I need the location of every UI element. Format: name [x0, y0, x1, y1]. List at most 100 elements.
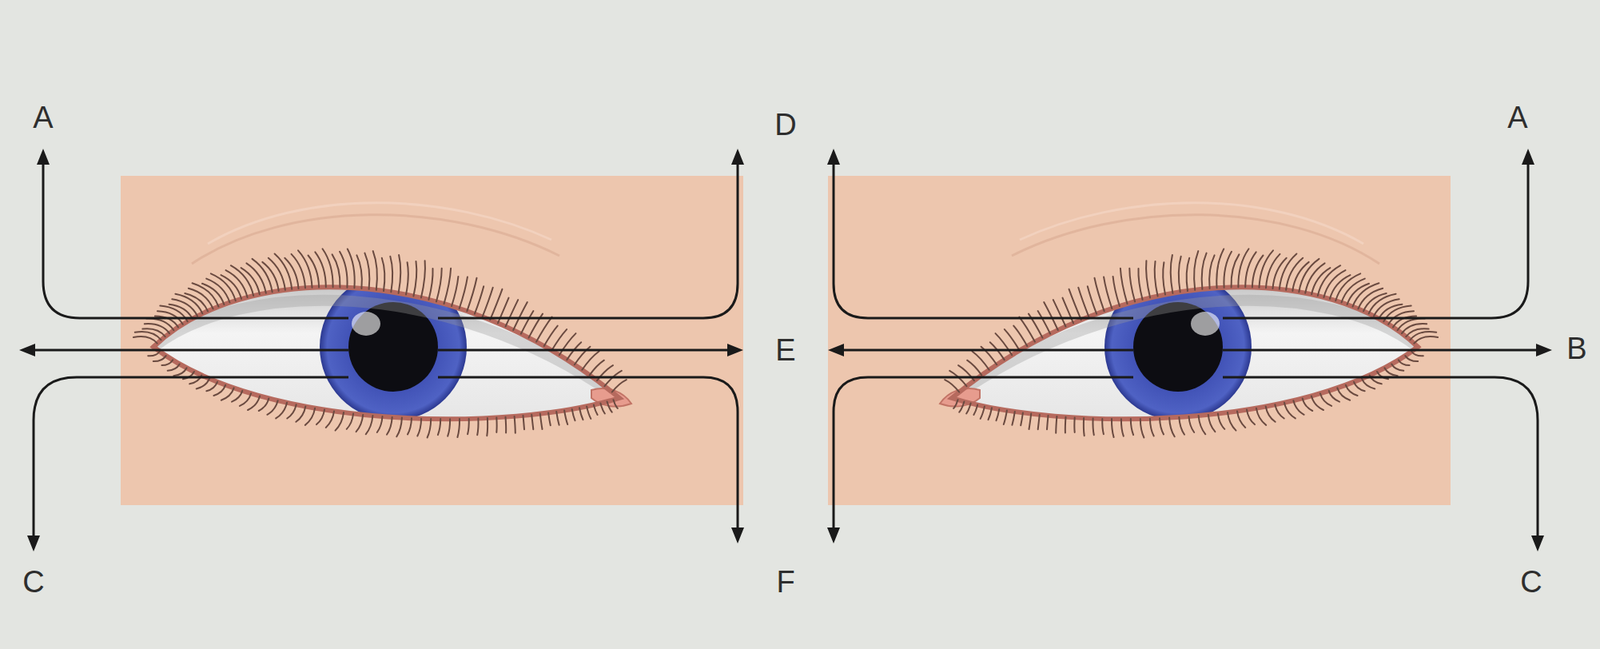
eyelash	[135, 331, 162, 340]
eyelash	[421, 260, 426, 298]
eyelash	[436, 268, 442, 303]
eyelash	[284, 258, 299, 289]
eye-illustration	[19, 148, 745, 552]
eyelash	[210, 273, 236, 301]
eyelash	[398, 254, 402, 294]
eyelash	[226, 270, 248, 298]
eyelash	[291, 254, 307, 288]
eyelash	[382, 258, 386, 291]
eyelash	[206, 278, 230, 303]
direction-letter: A	[1507, 102, 1528, 133]
eyelash	[428, 268, 433, 300]
eyelash	[192, 282, 219, 307]
eyelash	[144, 323, 170, 334]
eyelash	[167, 364, 180, 371]
eyelash	[239, 393, 251, 406]
eyelash	[482, 287, 494, 318]
eyelash	[427, 418, 432, 438]
eyelash	[514, 416, 516, 434]
eyelash	[540, 413, 543, 430]
eyelash	[457, 418, 460, 438]
eyelash	[173, 367, 187, 376]
eyelash	[579, 407, 584, 420]
eyelash	[556, 411, 559, 426]
eyelash	[531, 414, 534, 430]
eyelash	[447, 418, 450, 437]
eyelash	[373, 250, 378, 291]
eyelash	[213, 385, 226, 396]
eyelash	[444, 268, 452, 304]
eyelash	[593, 405, 598, 416]
eyelash	[613, 399, 618, 409]
eyelash	[221, 387, 235, 400]
eyelash	[497, 298, 510, 324]
direction-letter: F	[776, 566, 795, 598]
eyelash	[600, 403, 605, 414]
eyelash	[451, 276, 458, 307]
eyelash	[474, 286, 484, 315]
eyelash	[196, 378, 210, 390]
direction-letter: A	[32, 102, 53, 133]
eyelash	[413, 261, 417, 296]
eyelash	[467, 418, 470, 434]
eyelash	[247, 395, 260, 410]
arrowheads	[19, 148, 745, 552]
direction-letter: E	[775, 334, 796, 366]
eyelash	[153, 355, 167, 362]
eyelash	[326, 410, 335, 428]
eyelash	[146, 318, 174, 331]
eyelash	[258, 398, 270, 411]
eyelash	[286, 404, 296, 418]
eyelash	[466, 278, 477, 312]
eyelash	[339, 251, 348, 288]
eyelash	[147, 351, 160, 357]
eyelash	[495, 417, 498, 433]
eyelash	[246, 262, 266, 293]
eyelash	[206, 382, 218, 392]
eyelash	[548, 412, 551, 426]
eyelash	[437, 418, 441, 435]
direction-letter: B	[1566, 333, 1587, 364]
eyelash	[521, 310, 534, 335]
eyelash	[356, 254, 362, 289]
eyelash	[612, 379, 627, 392]
eyelash	[230, 265, 254, 296]
eyelash	[133, 336, 158, 343]
eyelash	[505, 417, 508, 434]
eyelash	[305, 408, 315, 426]
eyelash	[275, 402, 287, 419]
eyelash	[386, 417, 393, 435]
eyelash	[161, 359, 173, 366]
eyelash	[390, 256, 393, 293]
direction-letter: C	[22, 566, 44, 598]
eyelash	[485, 417, 489, 436]
eyelash	[572, 409, 576, 421]
movement-arrows	[27, 159, 738, 541]
eyelash	[231, 390, 243, 402]
eyelash	[396, 417, 402, 438]
eyelash	[477, 418, 478, 436]
eyelash	[274, 254, 293, 290]
eyelash	[586, 405, 591, 419]
eyelash	[564, 410, 568, 426]
eyelash	[417, 418, 422, 437]
eyelash	[316, 409, 325, 426]
eyelash	[364, 253, 370, 290]
eyelash	[266, 400, 278, 415]
eyelash	[356, 414, 364, 432]
eyelash	[295, 406, 306, 422]
eyelash	[407, 417, 412, 434]
eyelash	[335, 412, 345, 431]
eyelash	[142, 328, 165, 337]
eyelash	[252, 258, 273, 292]
eyelash	[589, 360, 605, 376]
direction-letter: C	[1520, 566, 1542, 598]
eyelash	[366, 415, 374, 434]
eyelash	[188, 288, 214, 310]
eyelash	[607, 401, 613, 412]
eyelash	[523, 415, 526, 430]
eyelash	[314, 251, 327, 287]
eyelash	[459, 277, 468, 309]
eyelash	[347, 249, 355, 289]
